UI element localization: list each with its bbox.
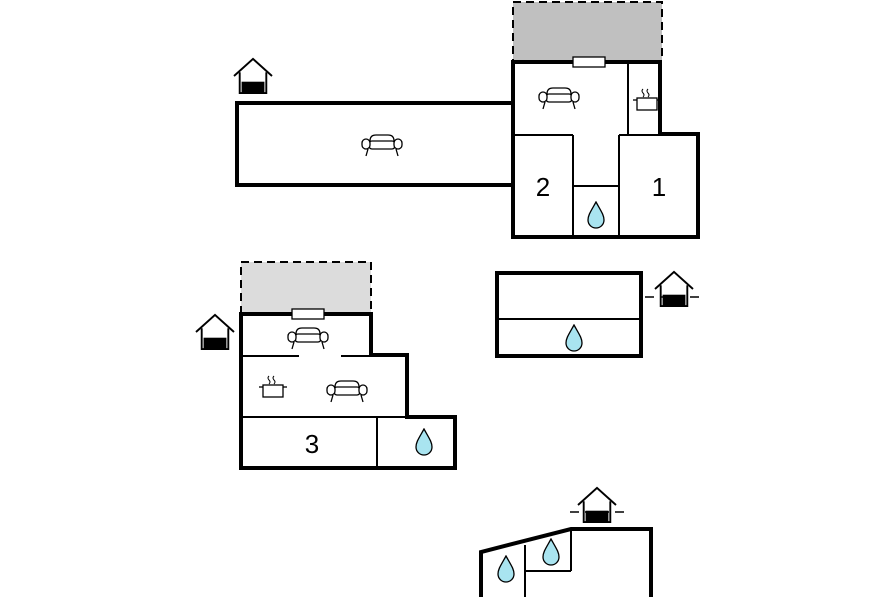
room-label: 2: [536, 172, 550, 202]
water-drop-icon: [542, 538, 560, 566]
water-drop-icon: [497, 555, 515, 583]
sofa-icon: [287, 327, 329, 350]
sofa-icon: [326, 380, 368, 403]
floor-a: 2 1: [233, 1, 700, 239]
window: [572, 56, 606, 68]
main-block-walls: [511, 60, 700, 239]
floor-d: [479, 486, 653, 597]
floor-c: 3: [195, 261, 457, 470]
room-label: 1: [652, 172, 666, 202]
sofa-icon: [361, 134, 403, 157]
room-label: 3: [305, 429, 319, 459]
sofa-icon: [538, 87, 580, 110]
terrace: [512, 1, 663, 62]
floor-b: [495, 270, 702, 358]
house-entrance-icon: [195, 313, 235, 351]
floor-b-walls: [495, 271, 643, 358]
house-entrance-icon: [654, 270, 694, 308]
house-entrance-icon: [577, 486, 617, 524]
water-drop-icon: [587, 201, 605, 229]
water-drop-icon: [565, 324, 583, 352]
cooking-pot-icon: [258, 375, 288, 398]
window: [291, 308, 325, 320]
terrace: [240, 261, 372, 315]
house-entrance-icon: [233, 57, 273, 95]
water-drop-icon: [415, 428, 433, 456]
cooking-pot-icon: [632, 88, 662, 111]
